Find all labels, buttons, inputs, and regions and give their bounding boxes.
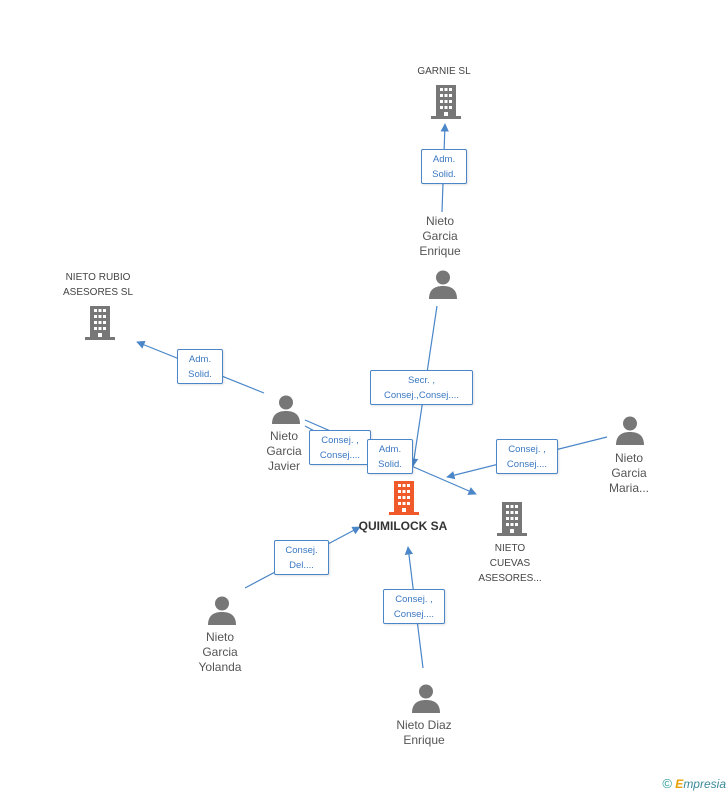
relation-line: Consej. , bbox=[395, 594, 433, 605]
label-line: NIETO RUBIO bbox=[65, 272, 131, 283]
person-icon bbox=[412, 684, 440, 713]
relation-line: Adm. bbox=[432, 154, 456, 165]
label-line: CUEVAS bbox=[489, 558, 531, 569]
brand-footer: © Empresia bbox=[662, 776, 726, 791]
relation-line: Solid. bbox=[188, 369, 212, 380]
person-icon bbox=[272, 395, 300, 424]
building-icon bbox=[85, 306, 115, 340]
relation-box-javier-cuevas[interactable]: Consej. , Consej.... bbox=[309, 430, 371, 465]
label-line: Nieto bbox=[205, 630, 234, 644]
company-label-quimilock[interactable]: QUIMILOCK SA bbox=[348, 519, 458, 534]
label-line: Garcia bbox=[202, 645, 238, 659]
building-icon bbox=[497, 502, 527, 536]
company-label-nieto-rubio[interactable]: NIETO RUBIO ASESORES SL bbox=[48, 270, 148, 300]
label-line: GARNIE SL bbox=[417, 66, 471, 77]
company-label-garnie[interactable]: GARNIE SL bbox=[394, 64, 494, 79]
copyright-icon: © bbox=[662, 776, 672, 791]
person-label-maria[interactable]: Nieto Garcia Maria... bbox=[589, 451, 669, 496]
relation-box-maria-cuevas[interactable]: Consej. , Consej.... bbox=[496, 439, 558, 474]
relation-box-diaz-quimilock[interactable]: Consej. , Consej.... bbox=[383, 589, 445, 624]
relation-box-javier-rubio[interactable]: Adm. Solid. bbox=[177, 349, 223, 384]
relation-line: Consej. , bbox=[321, 435, 359, 446]
brand-logo-letter: E bbox=[675, 777, 684, 791]
relation-line: Consej.... bbox=[506, 459, 548, 470]
relation-box-yolanda-quimilock[interactable]: Consej. Del.... bbox=[274, 540, 329, 575]
company-label-nieto-cuevas[interactable]: NIETO CUEVAS ASESORES... bbox=[460, 541, 560, 586]
label-line: Maria... bbox=[608, 481, 649, 495]
label-line: ASESORES SL bbox=[62, 287, 134, 298]
label-line: Yolanda bbox=[198, 660, 242, 674]
brand-name: mpresia bbox=[683, 777, 726, 791]
label-line: NIETO bbox=[494, 543, 526, 554]
person-label-enrique-nieto-garcia[interactable]: Nieto Garcia Enrique bbox=[400, 214, 480, 259]
person-label-yolanda[interactable]: Nieto Garcia Yolanda bbox=[180, 630, 260, 675]
label-line: QUIMILOCK SA bbox=[358, 519, 448, 533]
label-line: Garcia bbox=[422, 229, 458, 243]
relation-line: Secr. , bbox=[408, 375, 435, 386]
label-line: Nieto Diaz bbox=[396, 718, 452, 732]
building-icon bbox=[431, 85, 461, 119]
relation-box-enrique-quimilock[interactable]: Secr. , Consej.,Consej.... bbox=[370, 370, 473, 405]
label-line: Nieto bbox=[614, 451, 643, 465]
person-label-javier[interactable]: Nieto Garcia Javier bbox=[244, 429, 324, 474]
relation-box-enrique-garnie[interactable]: Adm. Solid. bbox=[421, 149, 467, 184]
relation-line: Solid. bbox=[378, 459, 402, 470]
relation-line: Consej. bbox=[285, 545, 318, 556]
label-line: ASESORES... bbox=[478, 573, 542, 584]
relation-line: Consej.,Consej.... bbox=[384, 390, 459, 401]
relation-line: Solid. bbox=[432, 169, 456, 180]
label-line: Nieto bbox=[425, 214, 454, 228]
label-line: Enrique bbox=[403, 733, 445, 747]
label-line: Garcia bbox=[266, 444, 302, 458]
label-line: Nieto bbox=[269, 429, 298, 443]
relation-line: Adm. bbox=[378, 444, 402, 455]
relation-line: Consej.... bbox=[393, 609, 435, 620]
relation-line: Adm. bbox=[188, 354, 212, 365]
person-icon bbox=[429, 270, 457, 299]
relation-line: Del.... bbox=[289, 560, 314, 571]
person-icon bbox=[208, 596, 236, 625]
relation-line: Consej.... bbox=[319, 450, 361, 461]
label-line: Javier bbox=[267, 459, 300, 473]
label-line: Garcia bbox=[611, 466, 647, 480]
person-icon bbox=[616, 416, 644, 445]
building-icon bbox=[389, 481, 419, 515]
person-label-enrique-diaz[interactable]: Nieto Diaz Enrique bbox=[374, 718, 474, 748]
label-line: Enrique bbox=[419, 244, 461, 258]
relation-line: Consej. , bbox=[508, 444, 546, 455]
relation-box-javier-quimilock[interactable]: Adm. Solid. bbox=[367, 439, 413, 474]
